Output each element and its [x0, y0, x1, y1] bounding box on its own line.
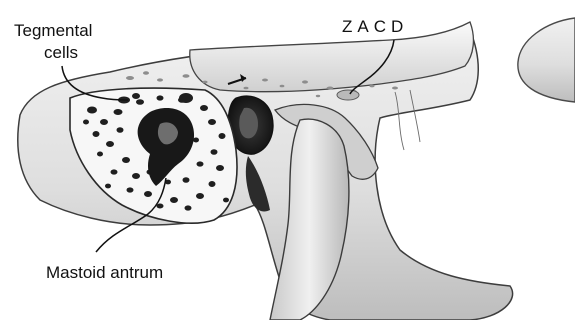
- label-tegmental-line2: cells: [44, 43, 78, 62]
- zacd-cell: [337, 90, 359, 100]
- label-zacd: ZACD: [342, 17, 408, 36]
- label-tegmental-line1: Tegmental: [14, 21, 92, 40]
- label-mastoid-antrum: Mastoid antrum: [46, 263, 163, 282]
